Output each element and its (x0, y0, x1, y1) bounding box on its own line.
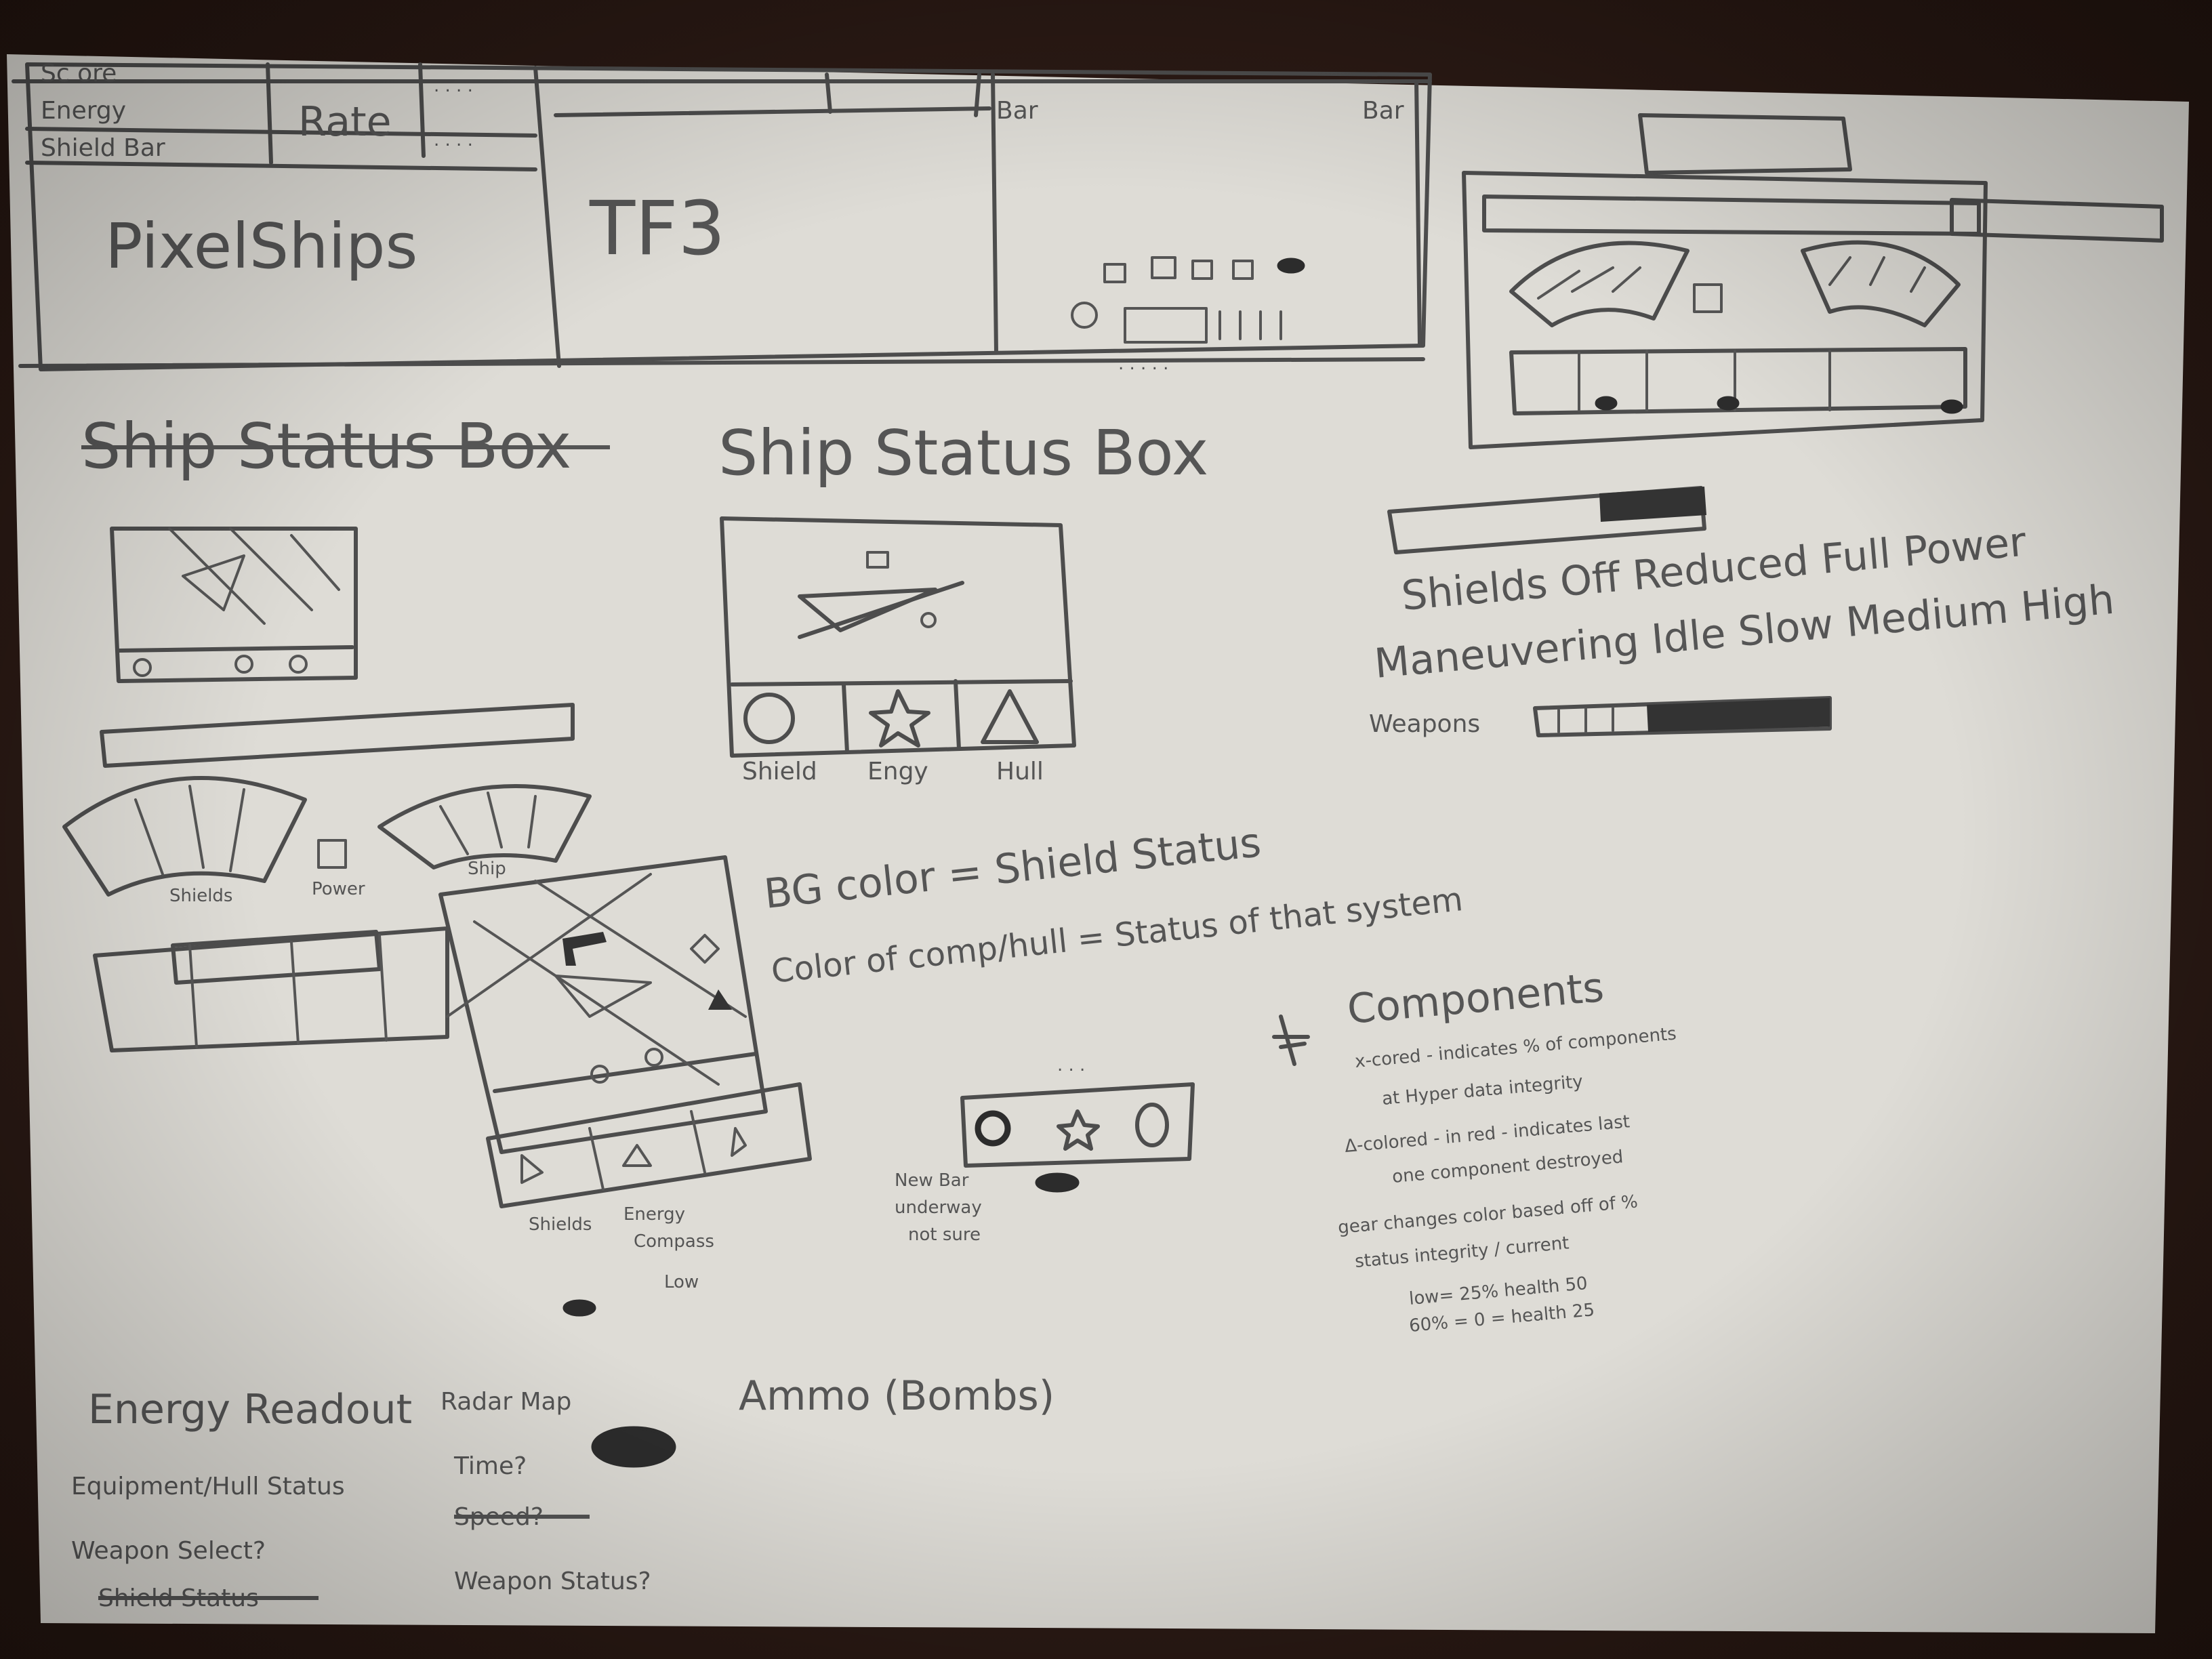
note-radar-map: Radar Map (441, 1388, 571, 1416)
label-shield: Shield (742, 758, 817, 785)
note-weapon-select: Weapon Select? (71, 1537, 266, 1565)
mockup-small-caption: . . . . . (1118, 354, 1168, 374)
note-weapon-status: Weapon Status? (454, 1568, 651, 1595)
note-equipment-status: Equipment/Hull Status (71, 1473, 345, 1500)
note-ammo: Ammo (Bombs) (739, 1372, 1054, 1420)
bar-label-left: Bar (996, 97, 1038, 125)
note-energy-readout: Energy Readout (88, 1386, 412, 1433)
bar-label-right: Bar (1362, 97, 1404, 125)
note-new-bar: New Bar (895, 1170, 969, 1191)
menu-shield-bar: Shield Bar (41, 134, 165, 162)
title-tf3: TF3 (589, 185, 725, 272)
menu-energy: Energy (41, 97, 126, 125)
label-power-sm: Power (312, 879, 365, 899)
row-weapons-label: Weapons (1369, 710, 1480, 738)
label-shields-under: Shields (529, 1214, 592, 1235)
scribble-dot (562, 1299, 596, 1317)
label-compass-under: Compass (634, 1231, 714, 1252)
strip-top-label: . . . (1057, 1055, 1085, 1076)
label-energy-under: Energy (623, 1204, 685, 1225)
note-underway: underway (895, 1197, 982, 1218)
note-time: Time? (453, 1452, 527, 1480)
label-low-under: Low (664, 1272, 699, 1292)
heading-ship-status: Ship Status Box (718, 417, 1208, 489)
label-shields-sm: Shields (169, 886, 232, 906)
note-not-sure: not sure (908, 1225, 981, 1245)
menu-score: Sc ore (41, 60, 117, 87)
menu-note-a: . . . . (434, 76, 473, 96)
radar-scribble (591, 1426, 676, 1468)
rate-label: Rate (298, 98, 392, 146)
title-pixelships: PixelShips (105, 210, 417, 283)
label-ship-sm: Ship (468, 859, 506, 879)
label-hull: Hull (996, 758, 1044, 785)
label-engy: Engy (867, 758, 928, 785)
note-scribble (1035, 1172, 1080, 1193)
menu-note-b: . . . . (434, 130, 473, 150)
